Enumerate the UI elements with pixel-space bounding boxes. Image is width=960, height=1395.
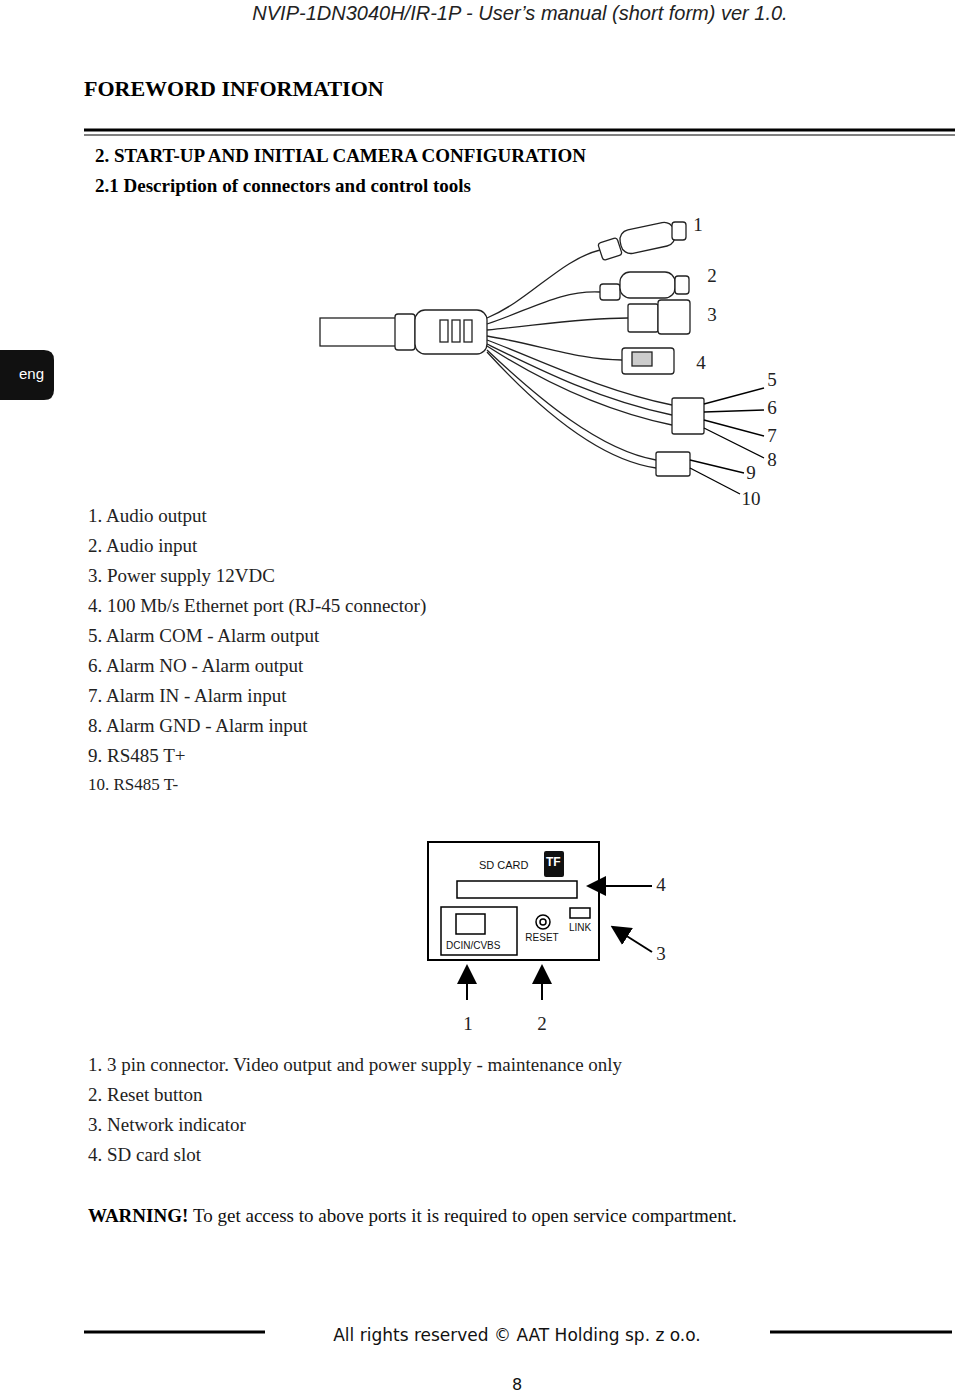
callout-number: 3 [707, 304, 717, 326]
connector-label: DCIN/CVBS [446, 940, 500, 952]
service-panel: SD CARD TF DCIN/CVBS [427, 841, 600, 961]
language-tab: eng [19, 365, 44, 382]
warning-label: WARNING! [88, 1205, 188, 1227]
subsection-heading: 2.1 Description of connectors and contro… [95, 175, 471, 197]
slot-label: SD CARD [479, 859, 529, 872]
warning-text: To get access to above ports it is requi… [193, 1205, 737, 1227]
callout-number: 2 [537, 1013, 547, 1035]
legend-item: 1. 3 pin connector. Video output and pow… [88, 1054, 622, 1076]
connector-box: DCIN/CVBS [443, 909, 519, 957]
callout-number: 1 [463, 1013, 473, 1035]
footer-text: All rights reserved © AAT Holding sp. z … [333, 1326, 701, 1346]
legend-item: 4. 100 Mb/s Ethernet port (RJ-45 connect… [88, 595, 426, 617]
legend-item: 6. Alarm NO - Alarm output [88, 655, 303, 677]
legend-item: 2. Reset button [88, 1084, 203, 1106]
callout-number: 5 [767, 369, 777, 391]
legend-item: 1. Audio output [88, 505, 207, 527]
callout-number: 1 [693, 214, 703, 236]
callout-number: 9 [746, 462, 756, 484]
badge-text: TF [546, 856, 561, 870]
callout-number: 7 [767, 425, 777, 447]
page-title: FOREWORD INFORMATION [84, 76, 384, 101]
part-label: RESET [525, 932, 558, 944]
legend-item: 8. Alarm GND - Alarm input [88, 715, 308, 737]
callout-number: 3 [656, 943, 666, 965]
legend-item: 2. Audio input [88, 535, 197, 557]
section-heading: 2. START-UP AND INITIAL CAMERA CONFIGURA… [95, 145, 586, 167]
callout-number: 10 [742, 488, 761, 510]
tf-badge: TF [544, 851, 564, 877]
legend-item: 7. Alarm IN - Alarm input [88, 685, 286, 707]
legend-item: 9. RS485 T+ [88, 745, 185, 767]
callout-number: 4 [696, 352, 706, 374]
legend-item: 5. Alarm COM - Alarm output [88, 625, 319, 647]
page-header: NVIP-1DN3040H/IR-1P - User’s manual (sho… [252, 2, 787, 25]
callout-number: 8 [767, 449, 777, 471]
page-number: 8 [512, 1376, 522, 1394]
part-label: LINK [569, 922, 591, 934]
legend-item: 3. Network indicator [88, 1114, 246, 1136]
legend-item: 4. SD card slot [88, 1144, 201, 1166]
callout-number: 4 [656, 874, 666, 896]
legend-item: 10. RS485 T- [88, 775, 178, 795]
callout-number: 2 [707, 265, 717, 287]
legend-item: 3. Power supply 12VDC [88, 565, 275, 587]
callout-number: 6 [767, 397, 777, 419]
